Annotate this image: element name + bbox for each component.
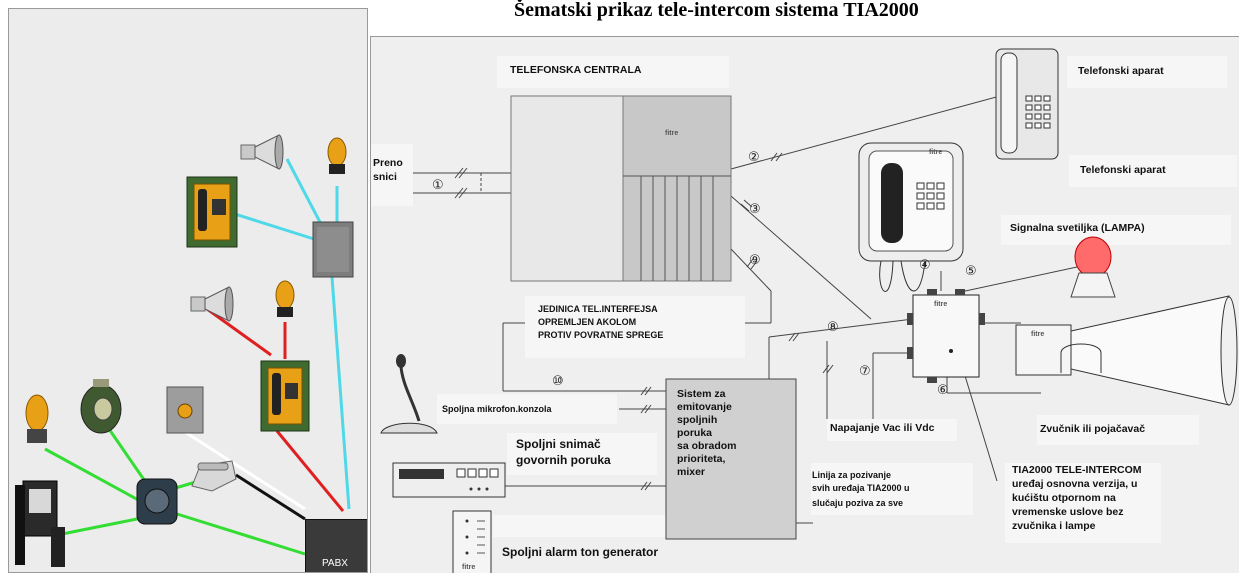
horn-speaker-icon (240, 134, 284, 170)
beacon-lamp-icon (275, 280, 295, 317)
label-sistem-line4: poruka (677, 427, 713, 439)
label-sistem-line5: sa obradom (677, 440, 737, 452)
label-napajanje: Napajanje Vac ili Vdc (830, 422, 935, 434)
left-network-panel: PABX (8, 8, 368, 573)
telephone-exchange-icon (510, 95, 732, 282)
intercom-unit-icon (136, 478, 178, 525)
label-tia-line2: uređaj osnovna verzija, u (1012, 478, 1138, 490)
label-telefonski-aparat-1: Telefonski aparat (1078, 65, 1164, 77)
marker-3: ③ (749, 202, 761, 217)
marker-5: ⑤ (965, 264, 977, 279)
white-link (184, 430, 306, 511)
marker-8: ⑧ (827, 320, 839, 335)
label-tia-line1: TIA2000 TELE-INTERCOM (1012, 464, 1142, 476)
diagram-title: Šematski prikaz tele-intercom sistema TI… (514, 0, 919, 21)
label-sistem-line1: Sistem za (677, 388, 726, 400)
marker-10: ⑩ (552, 374, 564, 389)
red-links (206, 307, 345, 512)
desk-telephone-icon (995, 48, 1059, 160)
marker-1: ① (432, 178, 444, 193)
mixer-system-box (665, 378, 797, 540)
brand-text: fitre (929, 149, 942, 156)
horn-speaker-icon (190, 286, 234, 322)
network-links (15, 134, 354, 567)
label-prenosnici-2: snici (373, 171, 397, 183)
schematic-drawing: fitre fitre fitre fitre fitre ① ② ③ ⑨ ④ … (371, 48, 1238, 573)
label-sistem-line7: mixer (677, 466, 706, 478)
beacon-lamp-icon (327, 137, 347, 174)
marker-6: ⑥ (937, 383, 949, 398)
label-jedinica-line3: PROTIV POVRATNE SPREGE (538, 330, 664, 340)
marker-numbers: ① ② ③ ⑨ ④ ⑤ ⑧ ⑦ ⑥ ⑩ (432, 150, 977, 398)
wall-speaker-icon (166, 386, 204, 434)
horn-speaker-icon (80, 379, 122, 434)
label-alarm: Spoljni alarm ton generator (502, 545, 659, 559)
signal-lamp-icon (1070, 236, 1116, 298)
label-sistem-line6: prioriteta, (677, 453, 726, 465)
recorder-icon (392, 462, 506, 498)
label-linija-line3: slučaju poziva za sve (812, 498, 904, 508)
label-zvucnik: Zvučnik ili pojačavač (1040, 423, 1146, 435)
label-tia-line4: vremenske uslove bez (1012, 506, 1124, 518)
brand-text: fitre (462, 564, 475, 571)
label-snimac-line2: govornih poruka (516, 453, 611, 467)
tia2000-box-icon (907, 289, 985, 383)
black-link (235, 473, 306, 521)
label-telefonski-aparat-2: Telefonski aparat (1080, 164, 1166, 176)
alarm-generator-icon (452, 510, 492, 573)
desk-phone-icon (191, 460, 237, 492)
beacon-lamp-icon (25, 394, 49, 443)
label-sistem-line2: emitovanje (677, 401, 732, 413)
brand-marks: fitre fitre fitre fitre fitre (462, 130, 1044, 571)
marker-2: ② (748, 150, 760, 165)
pabx-label: PABX (322, 558, 348, 569)
brand-text: fitre (665, 130, 678, 137)
label-telefonska-centrala: TELEFONSKA CENTRALA (510, 64, 642, 76)
marker-7: ⑦ (859, 364, 871, 379)
wiring (413, 92, 1078, 524)
label-signalna-svetiljka: Signalna svetiljka (LAMPA) (1010, 222, 1145, 234)
marker-4: ④ (919, 258, 931, 273)
label-mikrofon: Spoljna mikrofon.konzola (442, 404, 552, 414)
label-tia-line5: zvučnika i lampe (1012, 520, 1096, 532)
green-links (44, 428, 306, 556)
horn-loudspeaker-icon (1015, 295, 1238, 406)
label-sistem-line3: spoljnih (677, 414, 718, 426)
keypad-phone-icon (15, 480, 65, 567)
label-backgrounds (371, 56, 1237, 543)
speaker-box-icon (312, 221, 354, 278)
label-tia-line3: kućištu otpornom na (1012, 492, 1116, 504)
label-jedinica-line2: OPREMLJEN AKOLOM (538, 317, 637, 327)
label-linija-line1: Linija za pozivanje (812, 470, 892, 480)
label-prenosnici-1: Preno (373, 157, 403, 169)
intercom-phone-icon (186, 176, 238, 248)
marker-9: ⑨ (749, 253, 761, 268)
pabx-box: PABX (305, 519, 367, 572)
schematic-panel: fitre fitre fitre fitre fitre ① ② ③ ⑨ ④ … (370, 36, 1239, 573)
wall-telephone-icon (858, 142, 964, 292)
label-jedinica-line1: JEDINICA TEL.INTERFEJSA (538, 304, 658, 314)
intercom-phone-icon (260, 360, 310, 432)
microphone-icon (380, 354, 438, 434)
brand-text: fitre (934, 301, 947, 308)
brand-text: fitre (1031, 331, 1044, 338)
label-linija-line2: svih uređaja TIA2000 u (812, 483, 910, 493)
label-snimac-line1: Spoljni snimač (516, 437, 601, 451)
